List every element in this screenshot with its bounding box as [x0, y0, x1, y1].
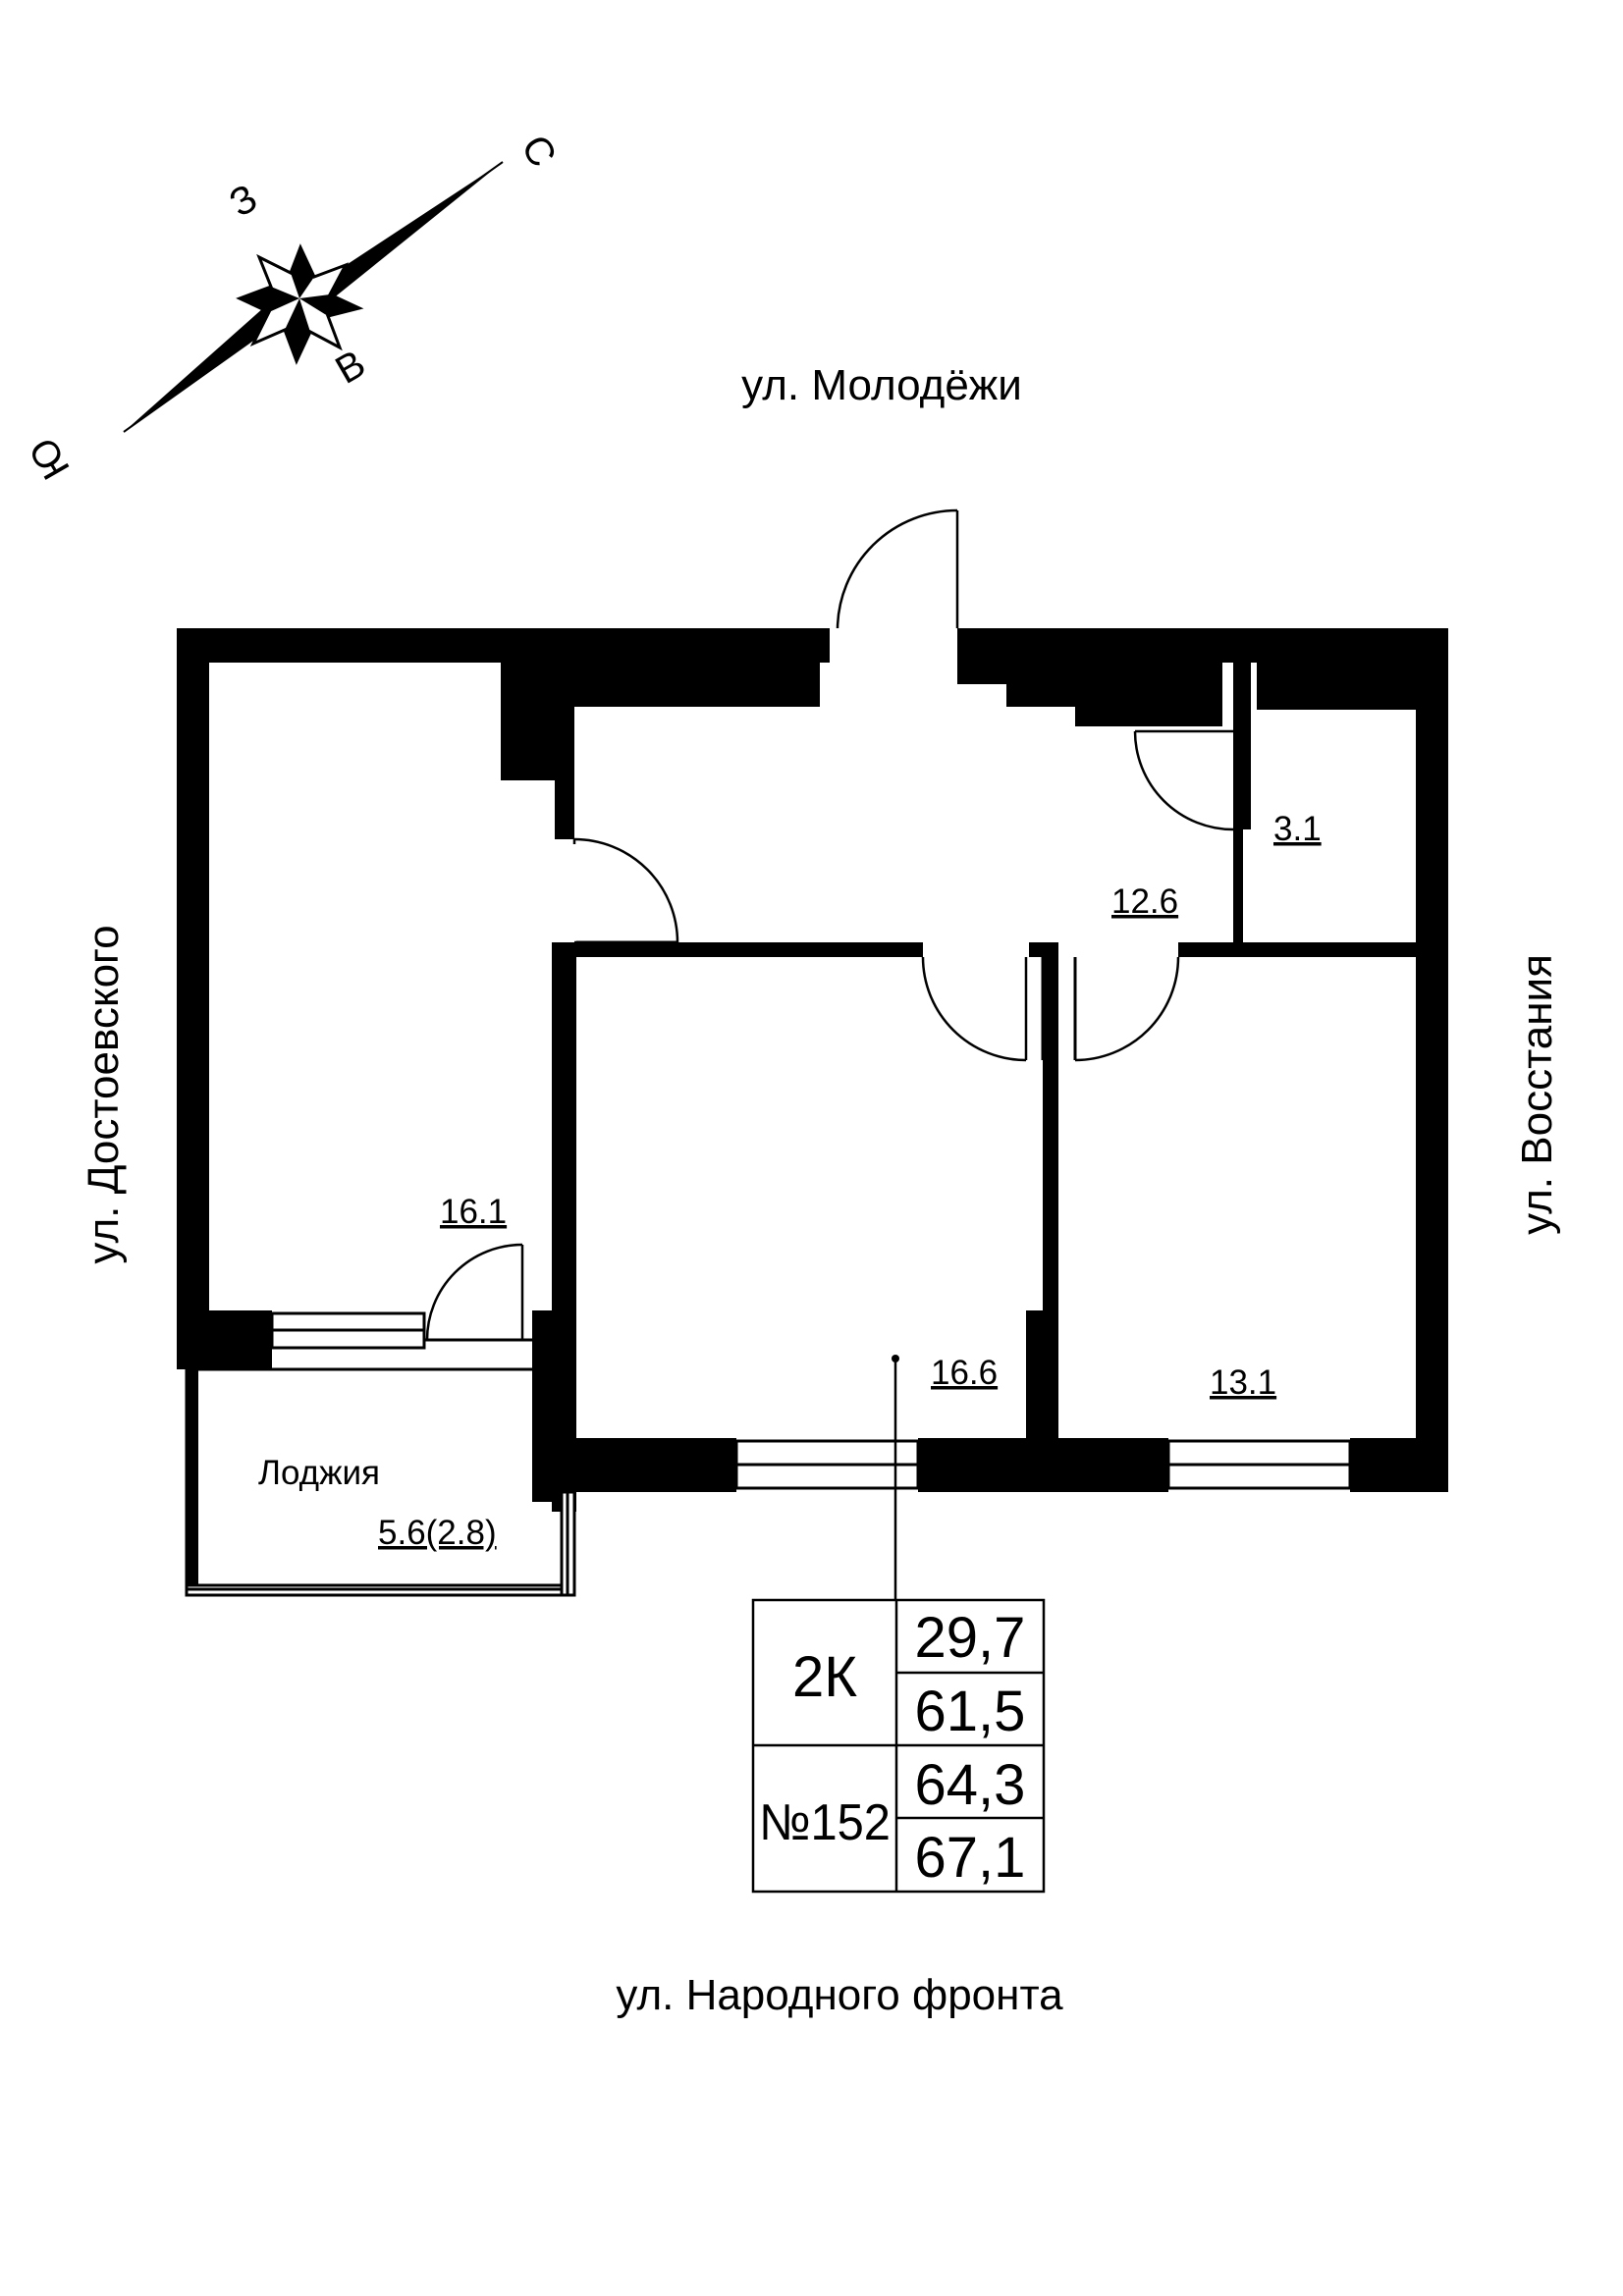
street-top: ул. Молодёжи — [741, 361, 1022, 409]
compass-rose: С Ю З В — [21, 129, 564, 487]
area-value-1: 61,5 — [915, 1680, 1026, 1743]
room-area-center: 16.6 — [931, 1354, 998, 1392]
loggia-area: 5.6(2.8) — [378, 1514, 497, 1552]
compass-west-label: З — [223, 177, 265, 226]
loggia — [185, 1367, 576, 1597]
apartment-type: 2К — [792, 1645, 857, 1709]
walls — [177, 628, 1448, 1595]
compass-south-label: Ю — [21, 430, 78, 486]
compass-east-label: В — [329, 342, 373, 392]
street-left: ул. Достоевского — [80, 925, 128, 1263]
compass-north-label: С — [513, 129, 565, 175]
windows — [270, 1311, 1352, 1490]
room-area-left: 16.1 — [440, 1193, 507, 1231]
area-value-3: 67,1 — [915, 1826, 1026, 1890]
room-area-bath: 3.1 — [1273, 810, 1322, 848]
loggia-label: Лоджия — [258, 1454, 380, 1492]
street-right: ул. Восстания — [1513, 954, 1561, 1235]
area-value-2: 64,3 — [915, 1753, 1026, 1817]
doors — [425, 508, 1234, 1341]
apartment-number: №152 — [759, 1794, 891, 1851]
info-table — [751, 1598, 1046, 1894]
street-bottom: ул. Народного фронта — [616, 1971, 1063, 2019]
room-area-hall: 12.6 — [1111, 882, 1178, 921]
living-area-value: 29,7 — [915, 1606, 1026, 1670]
room-area-right: 13.1 — [1210, 1363, 1276, 1402]
